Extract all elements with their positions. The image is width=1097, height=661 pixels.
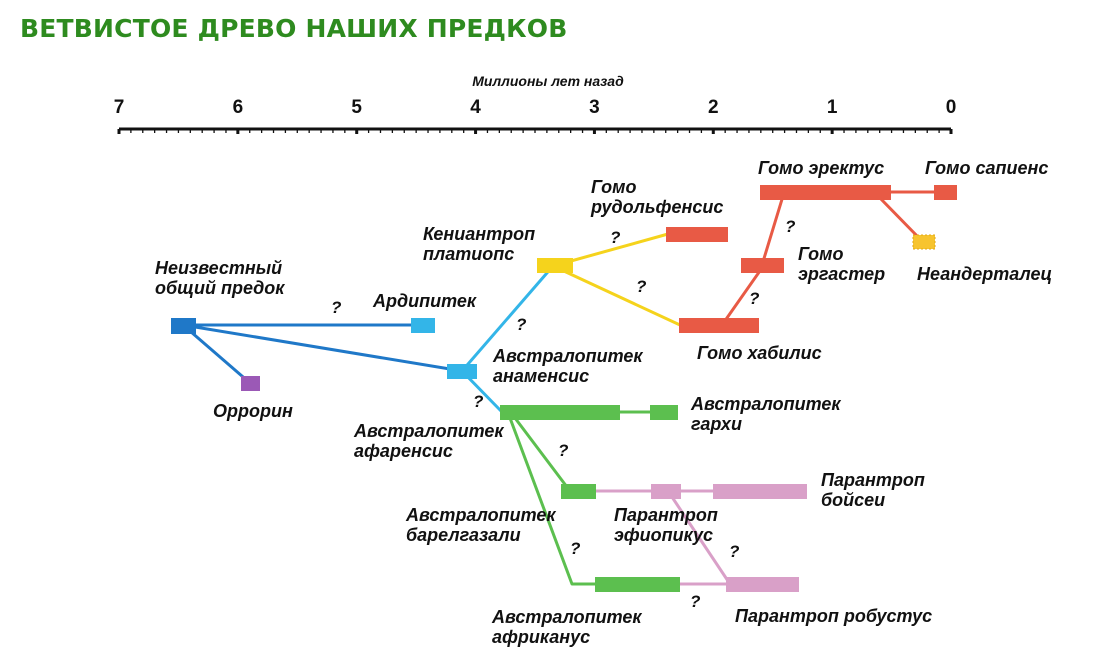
bar-ardipithecus (411, 318, 435, 333)
branch-line-neanderthal (876, 194, 924, 243)
bar-africanus (595, 577, 680, 592)
axis-tick-label: 7 (114, 97, 125, 118)
page-title: ВЕТВИСТОЕ ДРЕВО НАШИХ ПРЕДКОВ (20, 14, 568, 43)
branch-line-ergaster-from-habilis (720, 266, 764, 327)
bar-boisei (713, 484, 807, 499)
branch-line-bahrelghazali (513, 416, 572, 493)
bar-rudolfensis (666, 227, 728, 242)
bar-orrorin (241, 376, 260, 391)
axis-title: Миллионы лет назад (472, 73, 624, 89)
axis-tick-label: 4 (470, 97, 481, 118)
axis-tick-label: 0 (946, 97, 957, 118)
question-mark: ? (610, 228, 621, 247)
bar-erectus (760, 185, 891, 200)
bar-common-ancestor (171, 318, 196, 334)
axis-tick-label: 1 (827, 97, 838, 118)
bar-garhi (650, 405, 678, 420)
question-mark: ? (785, 217, 796, 236)
axis-tick-label: 2 (708, 97, 719, 118)
axis-tick-label: 3 (589, 97, 600, 118)
label-orrorin: Оррорин (213, 401, 293, 421)
label-neanderthal: Неандерталец (917, 264, 1052, 284)
question-mark: ? (570, 539, 581, 558)
question-mark: ? (690, 592, 701, 611)
branch-line-africanus (508, 417, 596, 586)
bar-habilis (679, 318, 759, 333)
branch-line-anamensis (181, 323, 464, 373)
bar-sapiens (934, 185, 957, 200)
bar-bahrelghazali (561, 484, 596, 499)
bar-robustus (726, 577, 799, 592)
label-erectus: Гомо эректус (758, 158, 884, 178)
branch-line-kenyanthropus (460, 264, 555, 373)
axis-tick-label: 5 (351, 97, 362, 118)
question-mark: ? (516, 315, 527, 334)
branch-line-habilis (551, 264, 682, 327)
bar-neanderthal (912, 234, 936, 250)
bar-anamensis (447, 364, 477, 379)
question-mark: ? (558, 441, 569, 460)
axis-tick-label: 6 (233, 97, 244, 118)
question-mark: ? (331, 298, 342, 317)
label-sapiens: Гомо сапиенс (925, 158, 1048, 178)
label-robustus: Парантроп робустус (735, 606, 932, 626)
branch-line-erectus-from-ergaster (760, 194, 785, 267)
branch-line-robustus-a (670, 495, 732, 586)
question-mark: ? (473, 392, 484, 411)
question-mark: ? (636, 277, 647, 296)
bar-aethiopicus (651, 484, 681, 499)
label-habilis: Гомо хабилис (697, 343, 822, 363)
bar-kenyanthropus (537, 258, 573, 273)
question-mark: ? (729, 542, 740, 561)
branch-line-orrorin (181, 323, 252, 385)
label-ardipithecus: Ардипитек (372, 291, 477, 311)
bar-afarensis (500, 405, 620, 420)
question-mark: ? (749, 289, 760, 308)
bar-ergaster (741, 258, 784, 273)
